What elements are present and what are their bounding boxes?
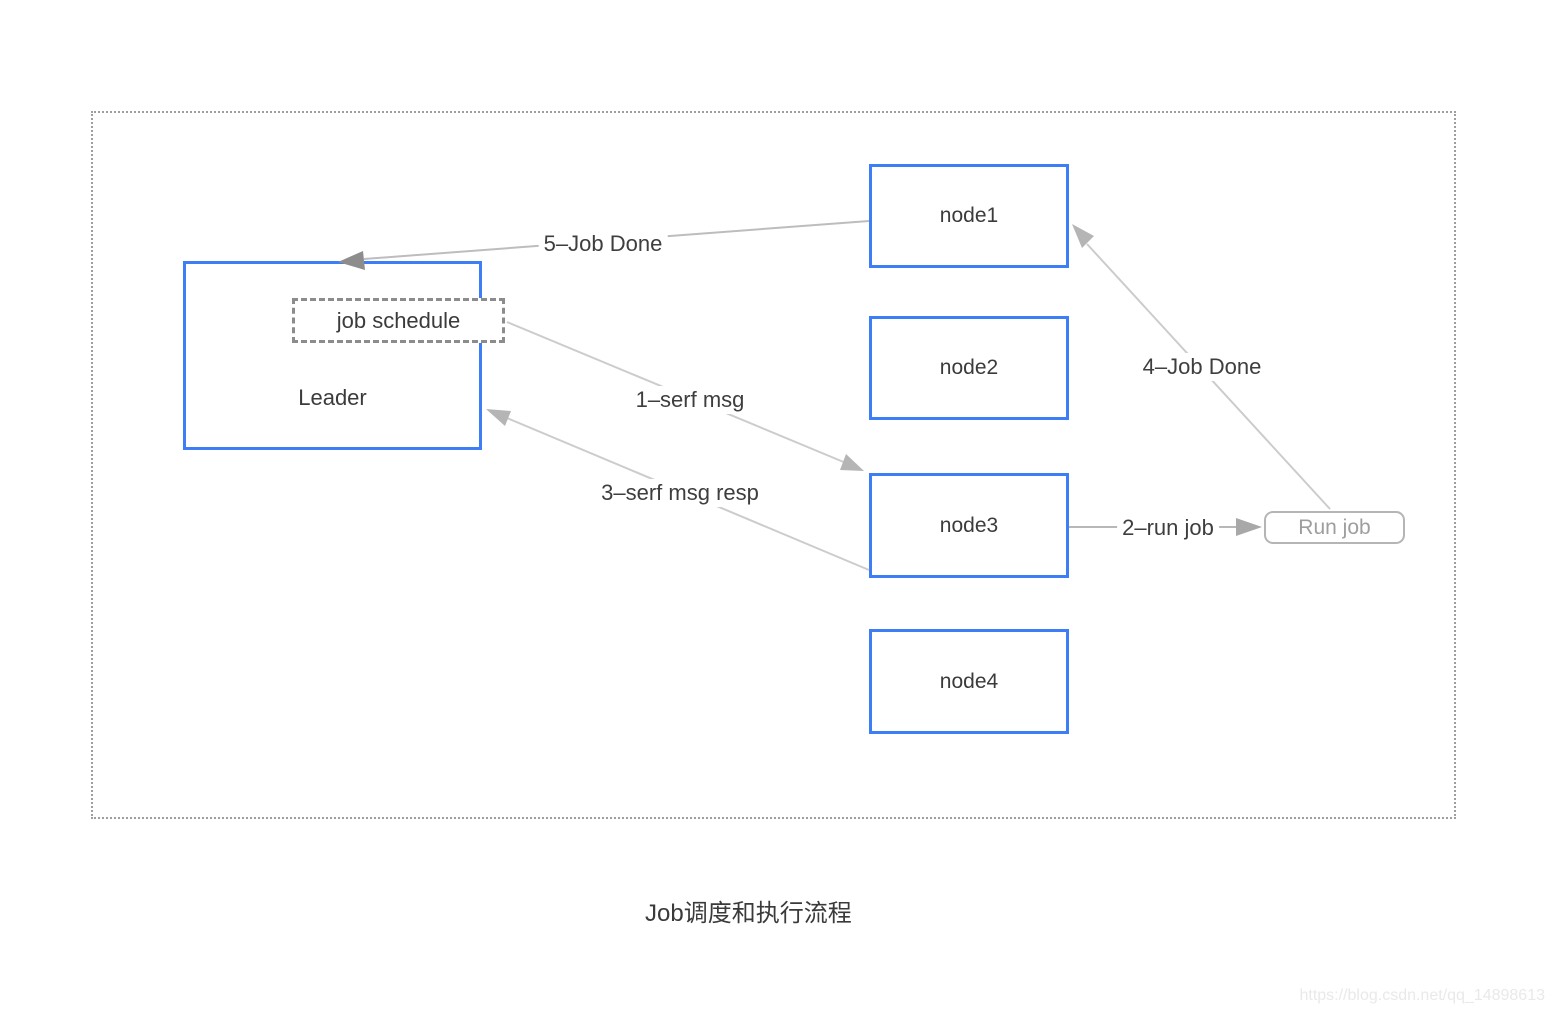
- edge-label-job-done-5: 5–Job Done: [538, 230, 668, 258]
- job-schedule-node-label: job schedule: [336, 307, 461, 333]
- run-job-node-label: Run job: [1298, 515, 1371, 539]
- node3: node3: [869, 473, 1069, 578]
- node2: node2: [869, 316, 1069, 420]
- node3-label: node3: [939, 513, 999, 537]
- node1-label: node1: [939, 204, 999, 227]
- node1: node1: [869, 164, 1069, 268]
- watermark-url: https://blog.csdn.net/qq_14898613: [1299, 987, 1545, 1004]
- edge-label-serf-msg-resp: 3–serf msg resp: [596, 479, 764, 507]
- edge-label-run-job: 2–run job: [1117, 514, 1219, 542]
- node4-label: node4: [939, 669, 999, 693]
- leader-node: [183, 261, 482, 450]
- node2-label: node2: [939, 356, 999, 379]
- leader-node-label: Leader: [298, 385, 367, 410]
- node4: node4: [869, 629, 1069, 734]
- edge-label-serf-msg: 1–serf msg: [630, 386, 750, 414]
- run-job-node: Run job: [1264, 511, 1405, 544]
- flow-boundary-dotted-frame: [91, 111, 1456, 819]
- edge-label-job-done-4: 4–Job Done: [1137, 353, 1267, 381]
- job-schedule-node: job schedule: [292, 298, 505, 343]
- diagram-caption: Job调度和执行流程: [645, 900, 852, 927]
